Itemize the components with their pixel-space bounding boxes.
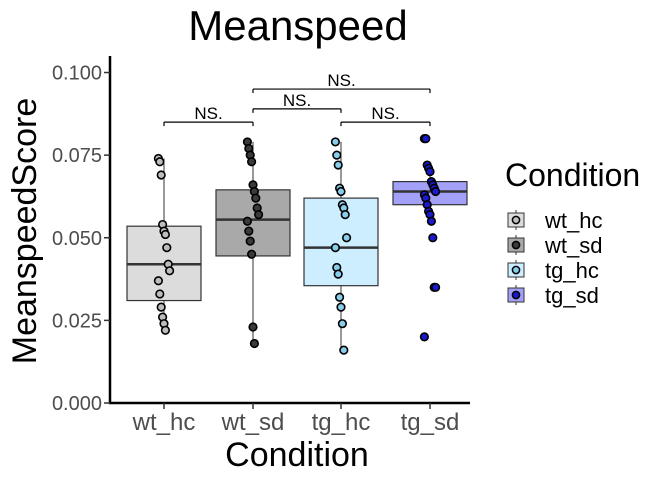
- data-point-wt_hc: [160, 325, 170, 335]
- data-point-tg_hc: [337, 319, 348, 329]
- x-tick-label: wt_hc: [132, 409, 196, 436]
- x-tick-label: tg_hc: [312, 409, 371, 436]
- x-axis-title: Condition: [225, 436, 369, 474]
- y-tick-label: 0.075: [52, 145, 102, 167]
- x-tick-label: tg_sd: [401, 409, 460, 436]
- data-point-wt_sd: [248, 322, 258, 332]
- legend-key-point: [511, 215, 521, 225]
- data-point-tg_hc: [332, 150, 342, 160]
- legend-key-point: [511, 290, 521, 300]
- y-tick-label: 0.000: [52, 393, 102, 415]
- plot-area: 0.000 0.025 0.050 0.075 0.100 wt_hc wt_sd tg_hc…: [52, 56, 470, 436]
- y-axis-title: MeanspeedScore: [6, 98, 44, 365]
- y-tick-label: 0.100: [52, 63, 102, 85]
- data-point-wt_sd: [247, 249, 257, 259]
- data-point-wt_hc: [155, 289, 165, 299]
- data-point-wt_hc: [160, 229, 170, 240]
- legend-title: Condition: [505, 157, 640, 193]
- data-point-tg_hc: [335, 292, 345, 302]
- significance-label: NS.: [283, 91, 311, 110]
- data-point-tg_sd: [425, 167, 435, 177]
- data-point-tg_hc: [336, 186, 346, 197]
- data-point-tg_sd: [419, 332, 430, 342]
- data-point-tg_sd: [431, 282, 441, 292]
- legend-key-point: [511, 240, 521, 250]
- legend-label-tg_sd: tg_sd: [545, 283, 599, 308]
- legend-label-tg_hc: tg_hc: [545, 258, 599, 283]
- data-point-tg_sd: [421, 134, 431, 144]
- data-point-wt_sd: [249, 338, 259, 349]
- y-tick-label: 0.050: [52, 228, 102, 250]
- data-point-tg_sd: [428, 233, 438, 243]
- legend-label-wt_sd: wt_sd: [544, 233, 602, 258]
- legend-key-point: [511, 265, 521, 275]
- data-point-tg_hc: [340, 210, 350, 220]
- data-point-wt_hc: [156, 170, 166, 180]
- data-point-wt_hc: [165, 266, 175, 276]
- data-point-tg_hc: [333, 160, 343, 170]
- data-point-wt_sd: [245, 236, 255, 246]
- data-point-wt_hc: [162, 243, 172, 253]
- data-point-tg_hc: [330, 243, 341, 253]
- data-point-wt_hc: [156, 302, 166, 312]
- chart-title: Meanspeed: [188, 2, 408, 49]
- data-point-tg_hc: [342, 233, 352, 243]
- data-point-wt_hc: [155, 157, 165, 167]
- data-point-tg_hc: [339, 345, 349, 355]
- data-point-tg_sd: [431, 186, 441, 197]
- data-point-wt_sd: [242, 216, 252, 226]
- x-tick-label: wt_sd: [221, 409, 285, 436]
- data-point-tg_hc: [330, 137, 341, 147]
- data-point-tg_hc: [333, 269, 343, 279]
- y-tick-label: 0.025: [52, 310, 102, 332]
- significance-label: NS.: [327, 71, 355, 90]
- data-point-wt_sd: [247, 157, 257, 167]
- data-point-tg_sd: [426, 216, 437, 226]
- data-point-tg_hc: [336, 302, 346, 312]
- significance-label: NS.: [194, 104, 222, 123]
- data-point-wt_sd: [254, 210, 264, 220]
- legend-label-wt_hc: wt_hc: [544, 208, 602, 233]
- data-point-wt_hc: [153, 276, 163, 286]
- significance-label: NS.: [371, 104, 399, 123]
- data-point-wt_sd: [244, 226, 254, 236]
- data-point-wt_sd: [251, 193, 261, 203]
